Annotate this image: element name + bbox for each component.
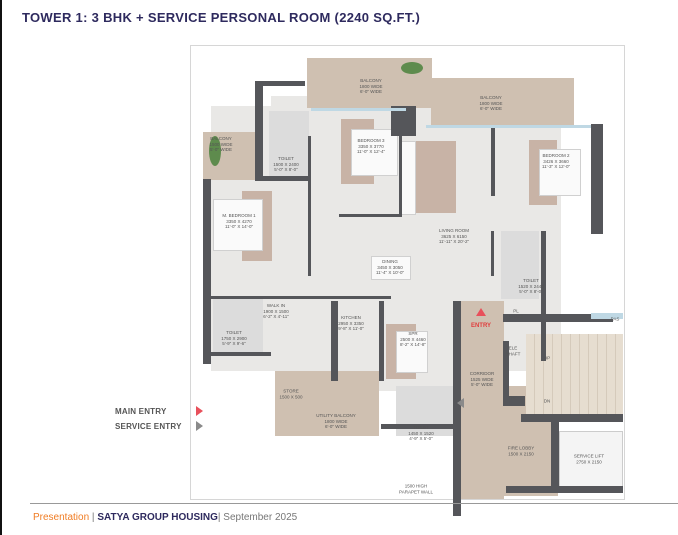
legend-service-entry: SERVICE ENTRY [115, 422, 182, 431]
wall [203, 179, 211, 364]
stair-up-label: UP [543, 355, 551, 361]
wall [391, 106, 416, 136]
wall [506, 486, 623, 493]
spr-bed [396, 331, 428, 373]
window [591, 313, 623, 319]
room-label-store: STORE 1500 X 500 [279, 388, 303, 400]
toilet-floor [501, 231, 539, 299]
room-label-balcony-left: BALCONY 1500 WIDE 5'-0" WIDE [209, 135, 233, 152]
wall [211, 296, 391, 299]
room-label-bedroom-3: BEDROOM 3 3350 X 3770 11'-0" X 12'-4" [356, 137, 386, 154]
room-label-dining: DINING 3450 X 3050 11'-4" X 10'-0" [375, 258, 405, 275]
wall [339, 214, 401, 217]
footer-company: SATYA GROUP HOUSING [97, 512, 218, 523]
room-label-corridor: CORRIDOR 1525 WIDE 5'-0" WIDE [469, 370, 495, 387]
dining-table [371, 256, 411, 280]
room-label-balcony-top-left: BALCONY 1800 WIDE 6'-0" WIDE [359, 77, 383, 94]
bedroom2-bed [539, 149, 581, 196]
entry-label: ENTRY [470, 323, 492, 329]
window [311, 108, 406, 111]
room-label-toilet: TOILET 1450 X 1520 4'-9" X 5'-0" [408, 424, 434, 441]
footer-divider [30, 503, 678, 504]
service-entry-legend-icon [196, 421, 203, 431]
room-label-kitchen: KITCHEN 2950 X 3350 9'-8" X 11'-0" [338, 314, 364, 331]
slide-title: TOWER 1: 3 BHK + SERVICE PERSONAL ROOM (… [22, 10, 421, 25]
room-label-toilet: TOILET 1750 X 2900 5'-9" X 9'-6" [221, 329, 247, 346]
service-lift [559, 431, 623, 488]
room-label-master-bedroom: M. BEDROOM 1 3350 X 4270 11'-0" X 14'-0" [222, 212, 256, 229]
wall [591, 124, 603, 234]
room-label-pl-shaft: PL SHAFT [508, 308, 524, 320]
wall [255, 81, 305, 86]
room-label-thc: THC [508, 395, 518, 401]
toilet-floor [213, 299, 263, 354]
room-label-bedroom-2: BEDROOM 2 3426 X 3660 11'-3" X 12'-0" [541, 152, 571, 169]
floor-plan: BALCONY 1500 WIDE 5'-0" WIDE BALCONY 180… [190, 45, 625, 516]
wall [379, 301, 384, 381]
room-label-ele-shaft: ELE SHAFT [505, 345, 521, 357]
main-entry-legend-icon [196, 406, 203, 416]
slide-left-border [0, 0, 2, 535]
wall [491, 231, 494, 276]
wall [503, 314, 613, 322]
wall [308, 136, 311, 276]
footer-separator: | [217, 512, 224, 523]
room-label-toilet: TOILET 1500 X 2400 5'-0" X 8'-0" [273, 155, 299, 172]
main-entry-arrow-icon [476, 308, 486, 316]
wall [399, 112, 402, 217]
room-label-walk-in: WALK IN 1900 X 1500 6'-2" X 4'-11" [263, 302, 289, 319]
bedroom3-bed [351, 129, 398, 176]
wall [503, 396, 525, 406]
window [426, 125, 591, 128]
room-label-service-lift: SERVICE LIFT 2750 X 2150 [573, 453, 605, 465]
slide-footer: Presentation | SATYA GROUP HOUSING| Sept… [33, 512, 297, 523]
room-label-utility-balcony: UTILITY BALCONY 1800 WIDE 6'-0" WIDE [316, 412, 356, 429]
legend-main-entry: MAIN ENTRY [115, 407, 167, 416]
wall [491, 126, 495, 196]
living-room-rug [416, 141, 456, 213]
wall [453, 316, 461, 516]
wall [541, 231, 546, 361]
service-entry-arrow-icon [457, 398, 464, 408]
room-label-fire-lobby: FIRE LOBBY 1500 X 2150 [507, 445, 535, 457]
balcony-plant [401, 62, 423, 74]
wall [255, 81, 263, 181]
master-bedroom-bed [213, 199, 263, 251]
wall [331, 301, 338, 381]
footer-separator: | [89, 512, 98, 523]
corridor-floor [459, 301, 504, 499]
wall [381, 424, 456, 429]
passage-label: PAS [610, 316, 620, 322]
utility-balcony-floor [275, 371, 379, 436]
room-label-spr: SPR 2500 X 4460 8'-2" X 14'-8" [400, 330, 426, 347]
balcony-plant [209, 136, 221, 166]
room-label-balcony-top-right: BALCONY 1800 WIDE 6'-0" WIDE [479, 94, 503, 111]
toilet-floor [269, 111, 309, 181]
wall [211, 352, 271, 356]
footer-presentation: Presentation [33, 512, 90, 523]
parapet-wall-label: 1500 HIGH PARAPET WALL [399, 483, 433, 495]
wall [521, 414, 623, 422]
wall [551, 422, 559, 487]
room-label-toilet: TOILET 1520 X 2440 5'-0" X 8'-0" [518, 277, 544, 294]
footer-date: September 2025 [223, 512, 298, 523]
wall [255, 176, 311, 181]
stair-down-label: DN [543, 398, 551, 404]
wall [503, 341, 509, 401]
room-label-living-room: LIVING ROOM 3625 X 6150 11'-11" X 20'-2" [438, 227, 470, 244]
balcony-top-right [431, 78, 574, 126]
